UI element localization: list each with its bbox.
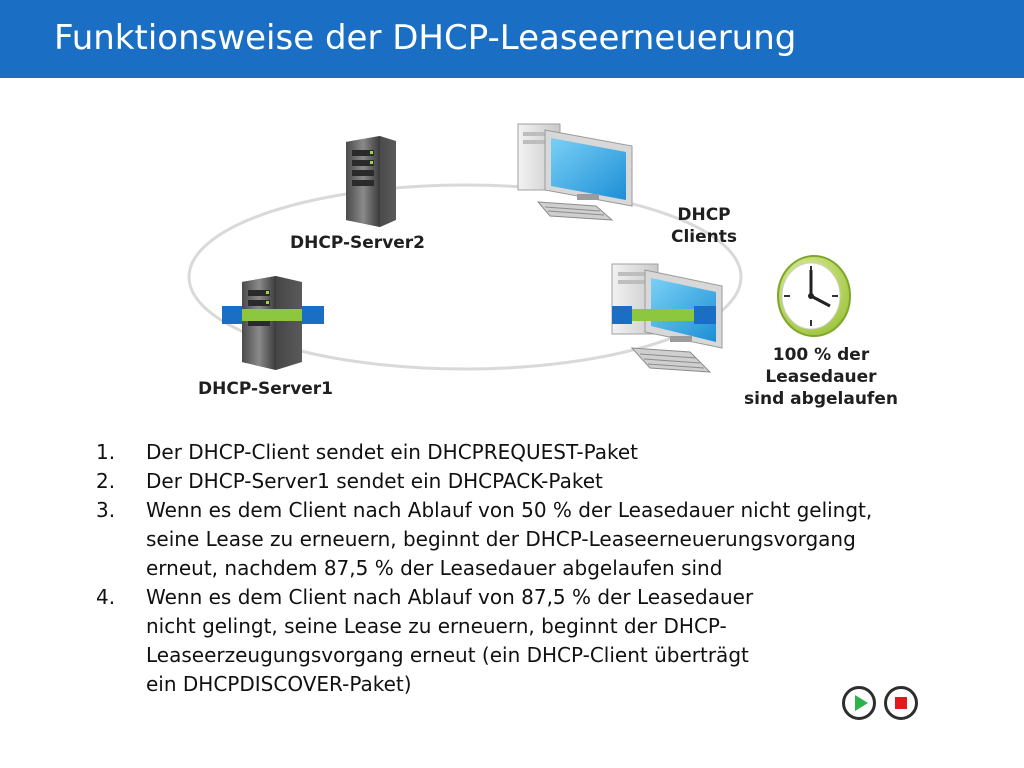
packet-icon xyxy=(612,306,716,324)
step-line: Wenn es dem Client nach Ablauf von 87,5 … xyxy=(146,585,754,609)
clients-label-line: Clients xyxy=(670,227,737,247)
steps-list: 1. Der DHCP-Client sendet ein DHCPREQUES… xyxy=(96,438,976,699)
clients-label-line: DHCP xyxy=(677,205,731,225)
step-number: 1. xyxy=(96,440,116,464)
clients-label: DHCP Clients xyxy=(666,204,742,248)
step-line: erneut, nachdem 87,5 % der Leasedauer ab… xyxy=(146,556,723,580)
step-text: Wenn es dem Client nach Ablauf von 50 % … xyxy=(146,496,976,583)
play-icon xyxy=(855,695,868,711)
step-text: Wenn es dem Client nach Ablauf von 87,5 … xyxy=(146,583,976,699)
title-bar: Funktionsweise der DHCP-Leaseerneuerung xyxy=(0,0,1024,78)
stop-button[interactable] xyxy=(884,686,918,720)
step-item: 3. Wenn es dem Client nach Ablauf von 50… xyxy=(96,496,976,583)
play-button[interactable] xyxy=(842,686,876,720)
lease-expired-line: sind abgelaufen xyxy=(744,389,898,409)
server2-label: DHCP-Server2 xyxy=(290,233,426,253)
server1-icon xyxy=(242,276,302,370)
lease-expired-line: Leasedauer xyxy=(765,367,877,387)
step-line: Wenn es dem Client nach Ablauf von 50 % … xyxy=(146,498,873,522)
lease-expired-label: 100 % der Leasedauer sind abgelaufen xyxy=(728,344,914,410)
step-line: ein DHCPDISCOVER-Paket) xyxy=(146,672,412,696)
step-text: Der DHCP-Server1 sendet ein DHCPACK-Pake… xyxy=(146,467,976,496)
step-line: nicht gelingt, seine Lease zu erneuern, … xyxy=(146,614,727,638)
network-ring xyxy=(187,183,743,371)
page-title: Funktionsweise der DHCP-Leaseerneuerung xyxy=(54,18,797,58)
step-line: Der DHCP-Server1 sendet ein DHCPACK-Pake… xyxy=(146,469,603,493)
step-number: 4. xyxy=(96,585,116,609)
step-item: 1. Der DHCP-Client sendet ein DHCPREQUES… xyxy=(96,438,976,467)
server1-label: DHCP-Server1 xyxy=(198,379,334,399)
server2-icon xyxy=(346,136,396,227)
step-line: seine Lease zu erneuern, beginnt der DHC… xyxy=(146,527,856,551)
clock-icon xyxy=(777,255,851,337)
step-number: 3. xyxy=(96,498,116,522)
step-text: Der DHCP-Client sendet ein DHCPREQUEST-P… xyxy=(146,438,976,467)
packet-icon xyxy=(222,306,324,324)
stop-icon xyxy=(895,697,907,709)
step-number: 2. xyxy=(96,469,116,493)
step-line: Leaseerzeugungsvorgang erneut (ein DHCP-… xyxy=(146,643,749,667)
lease-expired-line: 100 % der xyxy=(772,345,870,365)
step-item: 2. Der DHCP-Server1 sendet ein DHCPACK-P… xyxy=(96,467,976,496)
client-computer-icon xyxy=(517,123,633,221)
step-line: Der DHCP-Client sendet ein DHCPREQUEST-P… xyxy=(146,440,639,464)
step-item: 4. Wenn es dem Client nach Ablauf von 87… xyxy=(96,583,976,699)
